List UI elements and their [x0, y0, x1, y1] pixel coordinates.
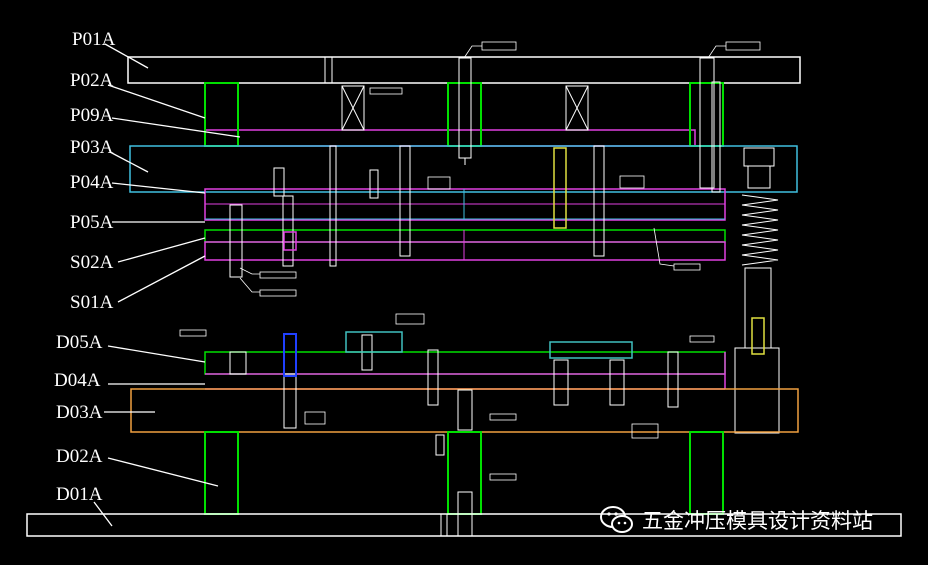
label-d04a: D04A	[54, 370, 101, 391]
label-d05a: D05A	[56, 332, 103, 353]
label-p03a: P03A	[70, 137, 114, 158]
label-p02a: P02A	[70, 70, 114, 91]
label-p09a: P09A	[70, 105, 114, 126]
leader-lines	[93, 43, 241, 527]
label-s01a: S01A	[70, 292, 114, 313]
label-p01a: P01A	[72, 29, 116, 50]
x-insert-left	[341, 85, 365, 131]
label-s02a: S02A	[70, 252, 114, 273]
wechat-icon	[600, 506, 633, 533]
plate-s01a	[204, 241, 726, 261]
label-p05a: P05A	[70, 212, 114, 233]
label-p04a: P04A	[70, 172, 114, 193]
x-insert-right	[565, 85, 589, 131]
label-d01a: D01A	[56, 484, 103, 505]
watermark-text: 五金冲压模具设计资料站	[642, 509, 873, 533]
spring-assembly	[734, 147, 780, 434]
plate-labels: P01A P02A P09A P03A P04A P05A S02A S01A …	[54, 29, 116, 505]
label-d02a: D02A	[56, 446, 103, 467]
upper-punches	[229, 57, 721, 278]
watermark: 五金冲压模具设计资料站	[600, 504, 873, 536]
label-d03a: D03A	[56, 402, 103, 423]
teal-blocks	[345, 331, 633, 359]
